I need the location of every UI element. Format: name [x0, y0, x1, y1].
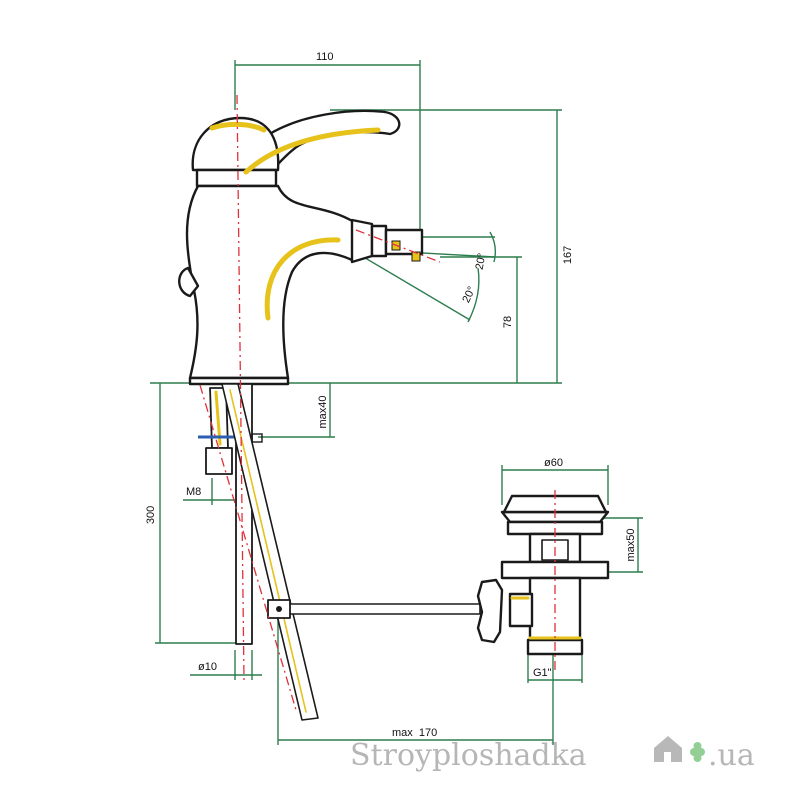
nozzle-ring	[370, 224, 388, 258]
aerator	[384, 228, 424, 256]
label-dia60: ø60	[544, 457, 563, 469]
popup-knob	[178, 266, 200, 298]
label-g1: G1"	[533, 667, 552, 679]
faucet-axis	[236, 94, 245, 681]
waste-drain	[476, 494, 610, 656]
hose-nut	[205, 447, 233, 475]
label-dia10: ø10	[198, 661, 217, 673]
faucet-body	[178, 109, 424, 386]
watermark-brand: Stroyploshadka	[350, 738, 587, 773]
link-rod	[269, 603, 481, 615]
dimension-labels: 110 167 78 20° 20° max40 M8 300 ø60 max5…	[145, 51, 637, 739]
pivot-housing	[508, 592, 534, 628]
head-collar	[195, 168, 278, 188]
label-max50: max50	[625, 528, 637, 561]
house-logo-icon	[654, 736, 705, 762]
label-110: 110	[316, 51, 334, 63]
label-300: 300	[145, 506, 157, 524]
faucet-base	[188, 376, 290, 386]
pivot-nut	[476, 578, 504, 644]
label-78: 78	[502, 316, 514, 328]
watermark: Stroyploshadka .ua	[350, 736, 755, 773]
lever-handle	[266, 109, 401, 174]
label-angle-up: 20°	[474, 252, 489, 270]
label-max40: max40	[317, 395, 329, 428]
gold-accent-cap	[209, 121, 267, 133]
label-167: 167	[562, 246, 574, 264]
spout-axis	[355, 229, 441, 263]
center-axes	[199, 94, 556, 711]
label-m8: M8	[186, 486, 201, 498]
spout-neck	[350, 218, 374, 264]
watermark-tld: .ua	[708, 738, 755, 773]
gold-accent-spout	[264, 237, 341, 321]
label-max170: max 170	[392, 727, 437, 739]
gold-accent-lever	[243, 127, 381, 175]
supply-assembly	[198, 383, 481, 721]
